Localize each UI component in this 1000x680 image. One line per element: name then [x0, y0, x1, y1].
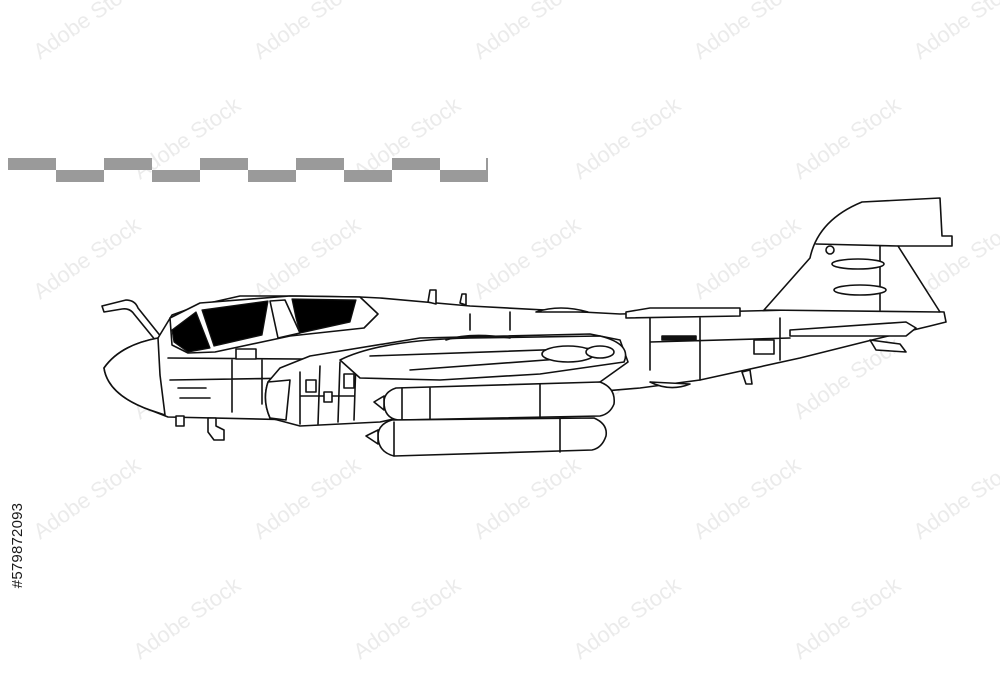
watermark-text: Adobe Stock — [469, 211, 586, 304]
fin-antenna-2 — [833, 284, 887, 296]
watermark-text: Adobe Stock — [249, 211, 366, 304]
scale-bar-segment — [344, 170, 392, 182]
engine-intake — [264, 379, 291, 421]
watermark-text: Adobe Stock — [569, 571, 686, 664]
pod-upper-nose — [373, 395, 385, 411]
scale-bar-segment — [440, 170, 488, 182]
spine-antenna-2 — [459, 293, 467, 306]
canopy-pane-2 — [291, 298, 357, 334]
side-panel — [235, 348, 257, 360]
nacelle-hatch-3 — [343, 373, 355, 389]
horizontal-stabilizer — [789, 321, 917, 337]
stock-id-vertical: #579872093 — [3, 440, 33, 650]
watermark-text: Adobe Stock — [789, 91, 906, 184]
spine-antenna-1 — [427, 289, 437, 305]
canopy-pane-1 — [201, 300, 269, 347]
pod-lower — [377, 417, 608, 457]
refuel-probe — [101, 299, 163, 342]
watermark-text: Adobe Stock — [689, 0, 806, 64]
fin-antenna-1 — [831, 258, 885, 270]
scale-bar-segment — [152, 170, 200, 182]
scale-bar-segment — [200, 158, 248, 170]
wing-fairing-2 — [585, 345, 615, 359]
watermark-text: Adobe Stock — [789, 571, 906, 664]
watermark-text: Adobe Stock — [909, 451, 1000, 544]
watermark-text: Adobe Stock — [129, 571, 246, 664]
nacelle-panel-lines — [299, 359, 357, 425]
nose-gear-small — [175, 415, 185, 427]
watermark-text: Adobe Stock — [569, 91, 686, 184]
watermark-text: Adobe Stock — [349, 571, 466, 664]
nose-gear — [207, 417, 225, 441]
watermark-text: Adobe Stock — [29, 451, 146, 544]
nose-radome — [103, 337, 166, 416]
watermark-text: Adobe Stock — [29, 0, 146, 64]
vertical-fin — [763, 197, 953, 313]
canopy-divider — [269, 299, 301, 339]
pod-lower-nose — [365, 429, 379, 445]
rear-panel-lines — [469, 311, 791, 381]
ventral-gear-door — [741, 369, 753, 385]
watermark-text: Adobe Stock — [909, 0, 1000, 64]
canopy-front-pane — [171, 311, 211, 353]
pod-lower-lines — [393, 418, 561, 457]
scale-bar-segment — [104, 158, 152, 170]
watermark-text: Adobe Stock — [469, 0, 586, 64]
fin-lines — [815, 243, 899, 311]
watermark-text: Adobe Stock — [29, 211, 146, 304]
rear-vent — [661, 335, 697, 341]
spine-fairing — [625, 307, 741, 319]
cockpit-side-lines — [167, 357, 431, 413]
scale-bar-segment — [392, 158, 440, 170]
nacelle-hatch-1 — [305, 379, 317, 393]
stock-id-label: #579872093 — [9, 502, 27, 588]
scale-bar — [8, 158, 488, 182]
watermark-text: Adobe Stock — [689, 451, 806, 544]
scale-bar-segment — [296, 158, 344, 170]
nacelle-hatch-2 — [323, 391, 333, 403]
scale-bar-segment — [8, 158, 56, 170]
aircraft-drawing — [101, 197, 953, 457]
scale-bar-segment — [56, 170, 104, 182]
pod-upper-lines — [401, 383, 541, 421]
pod-upper — [383, 381, 616, 421]
rear-hatch — [753, 339, 775, 355]
scale-bar-segment — [248, 170, 296, 182]
spine-hump — [535, 307, 589, 313]
watermark-text: Adobe Stock — [249, 451, 366, 544]
fin-light — [825, 245, 835, 255]
ventral-bump — [649, 381, 691, 389]
watermark-text: Adobe Stock — [249, 0, 366, 64]
tail-bumper — [869, 339, 907, 353]
watermark-text: Adobe Stock — [469, 451, 586, 544]
